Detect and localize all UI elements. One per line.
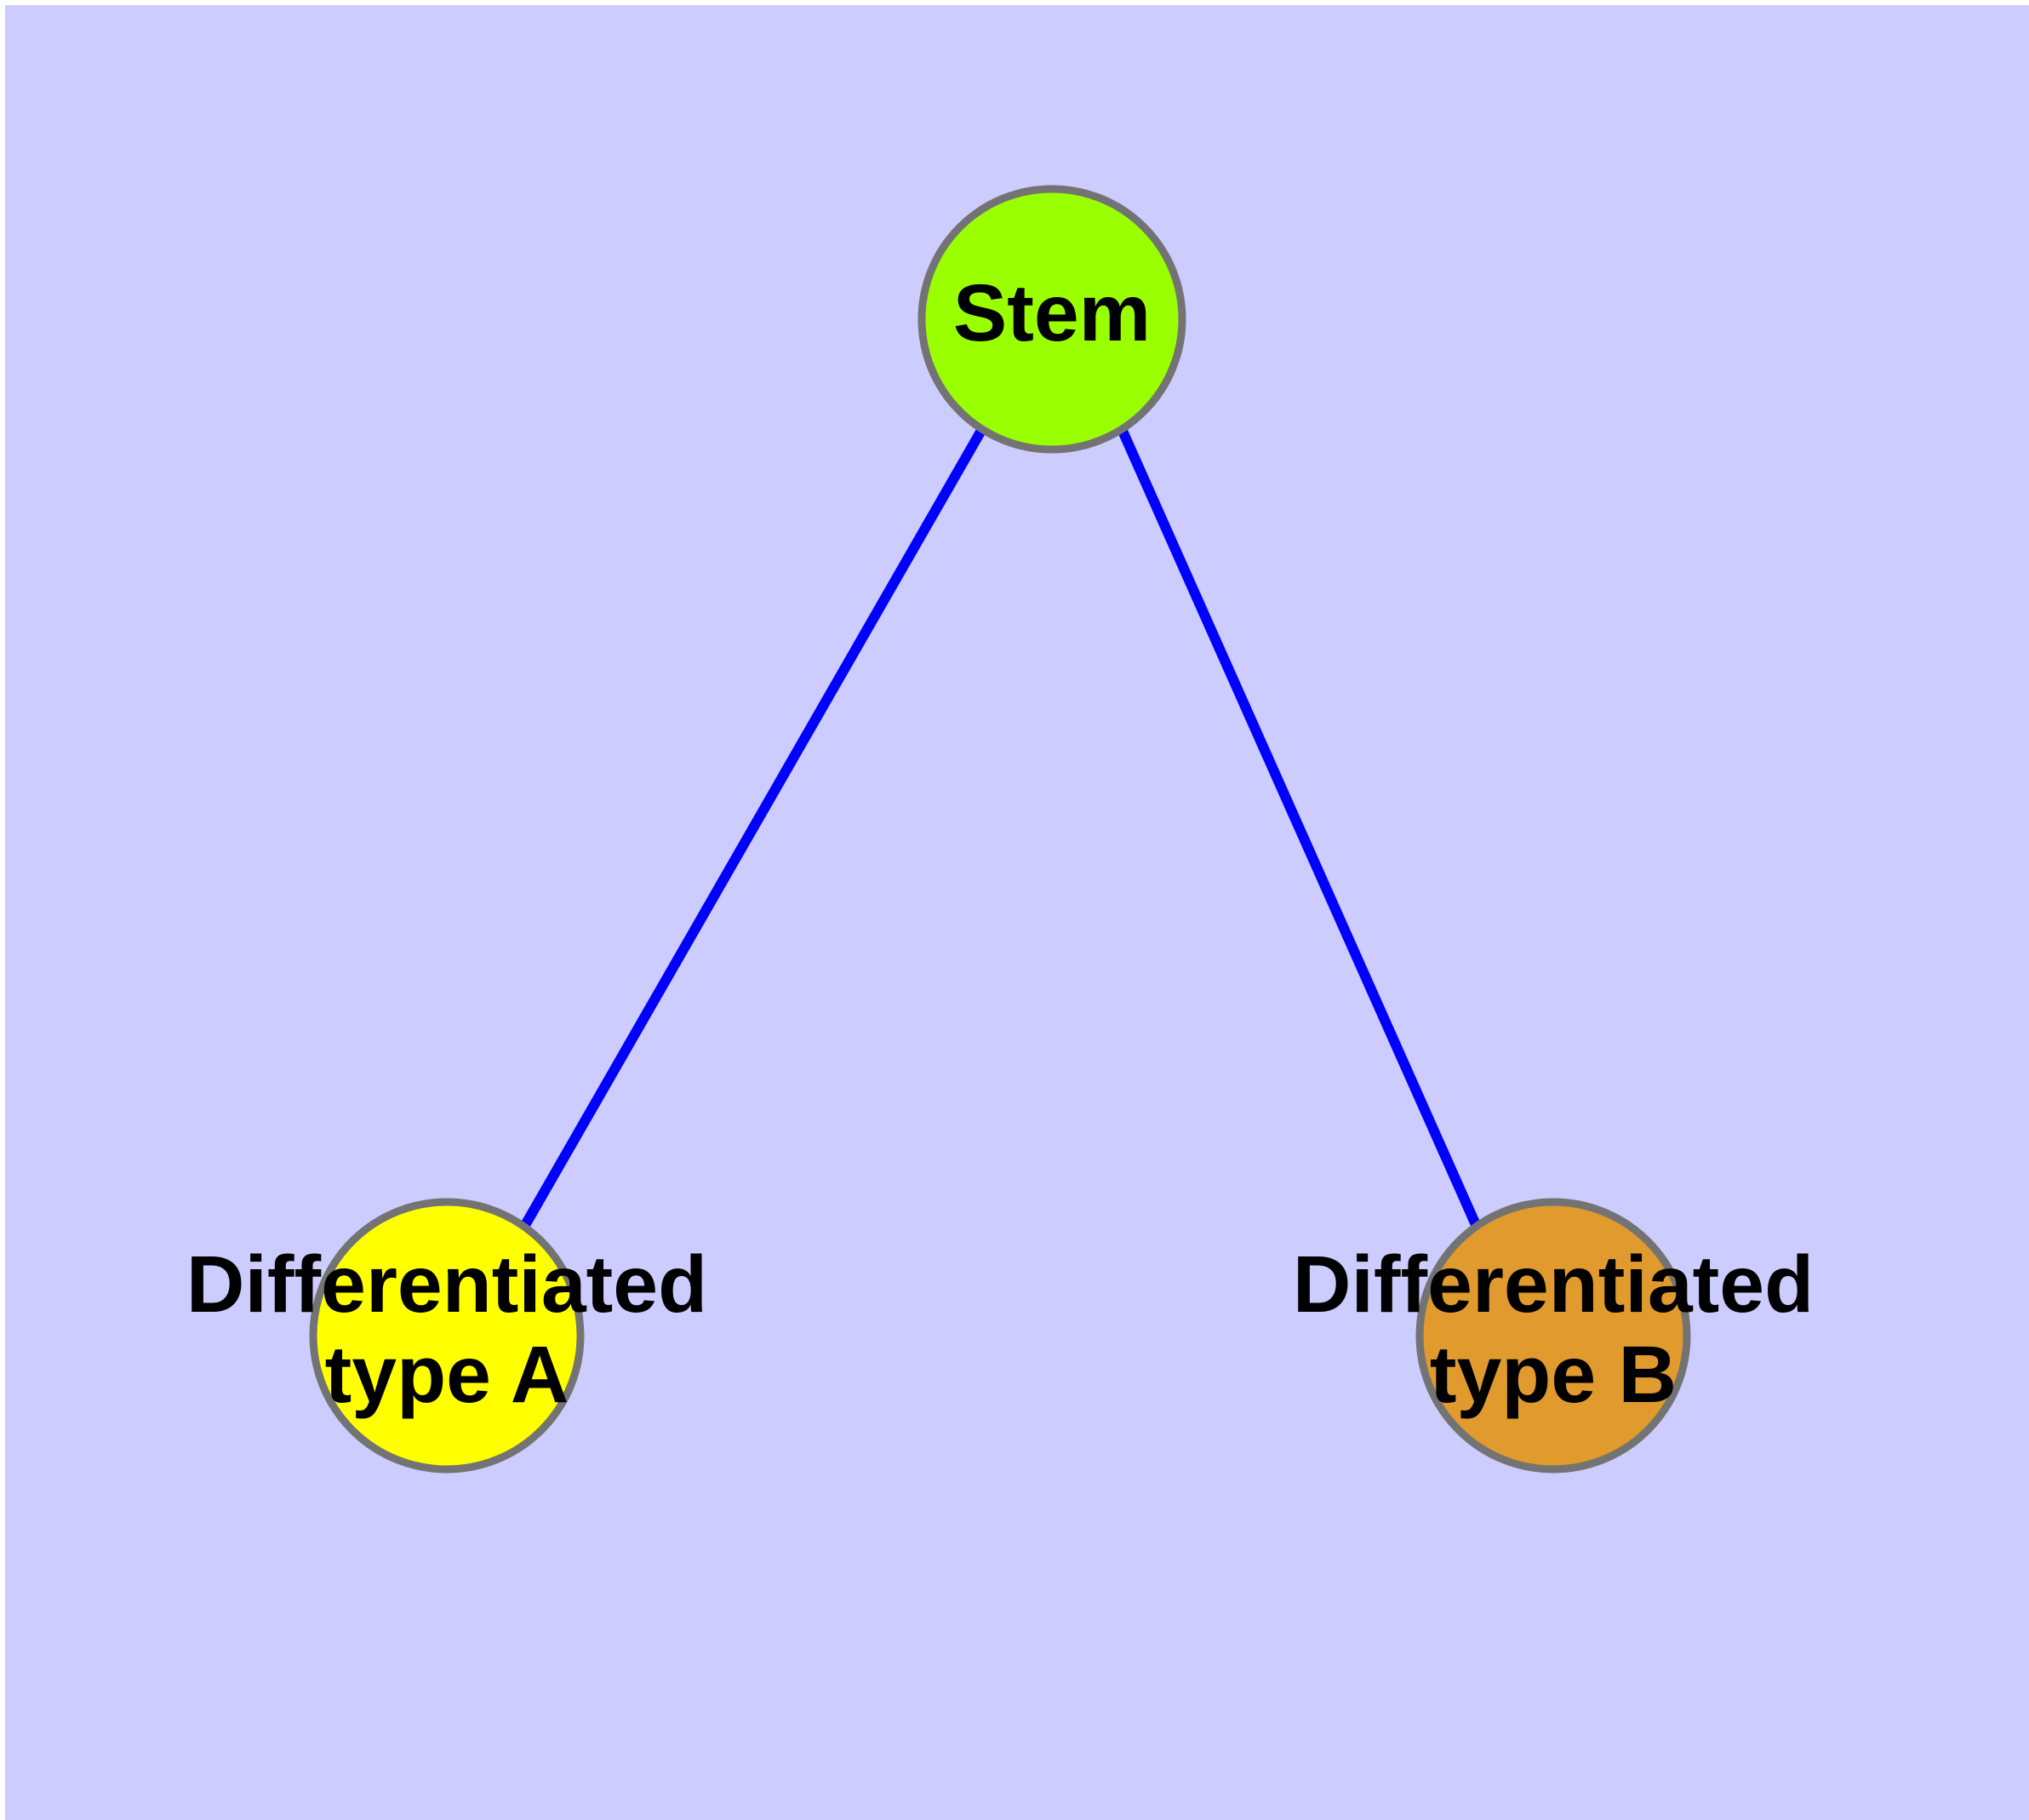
edge-stem-to-differentiated-type-b[interactable] — [1117, 426, 1482, 1229]
node-label-line: Stem — [953, 268, 1151, 358]
node-label-line: type B — [1430, 1330, 1677, 1420]
node-differentiated-type-a-circle[interactable] — [309, 1198, 585, 1474]
node-label-line: Differentiated — [186, 1239, 707, 1330]
node-stem-circle[interactable] — [917, 185, 1186, 454]
node-label-line: Differentiated — [1293, 1239, 1814, 1330]
edges-layer — [519, 426, 1482, 1229]
node-label-line: type A — [325, 1330, 569, 1420]
node-differentiated-type-b-circle[interactable] — [1415, 1198, 1691, 1474]
edge-stem-to-differentiated-type-a[interactable] — [519, 426, 987, 1229]
node-stem[interactable]: Stem — [917, 185, 1186, 454]
node-stem-label: Stem — [953, 268, 1151, 358]
